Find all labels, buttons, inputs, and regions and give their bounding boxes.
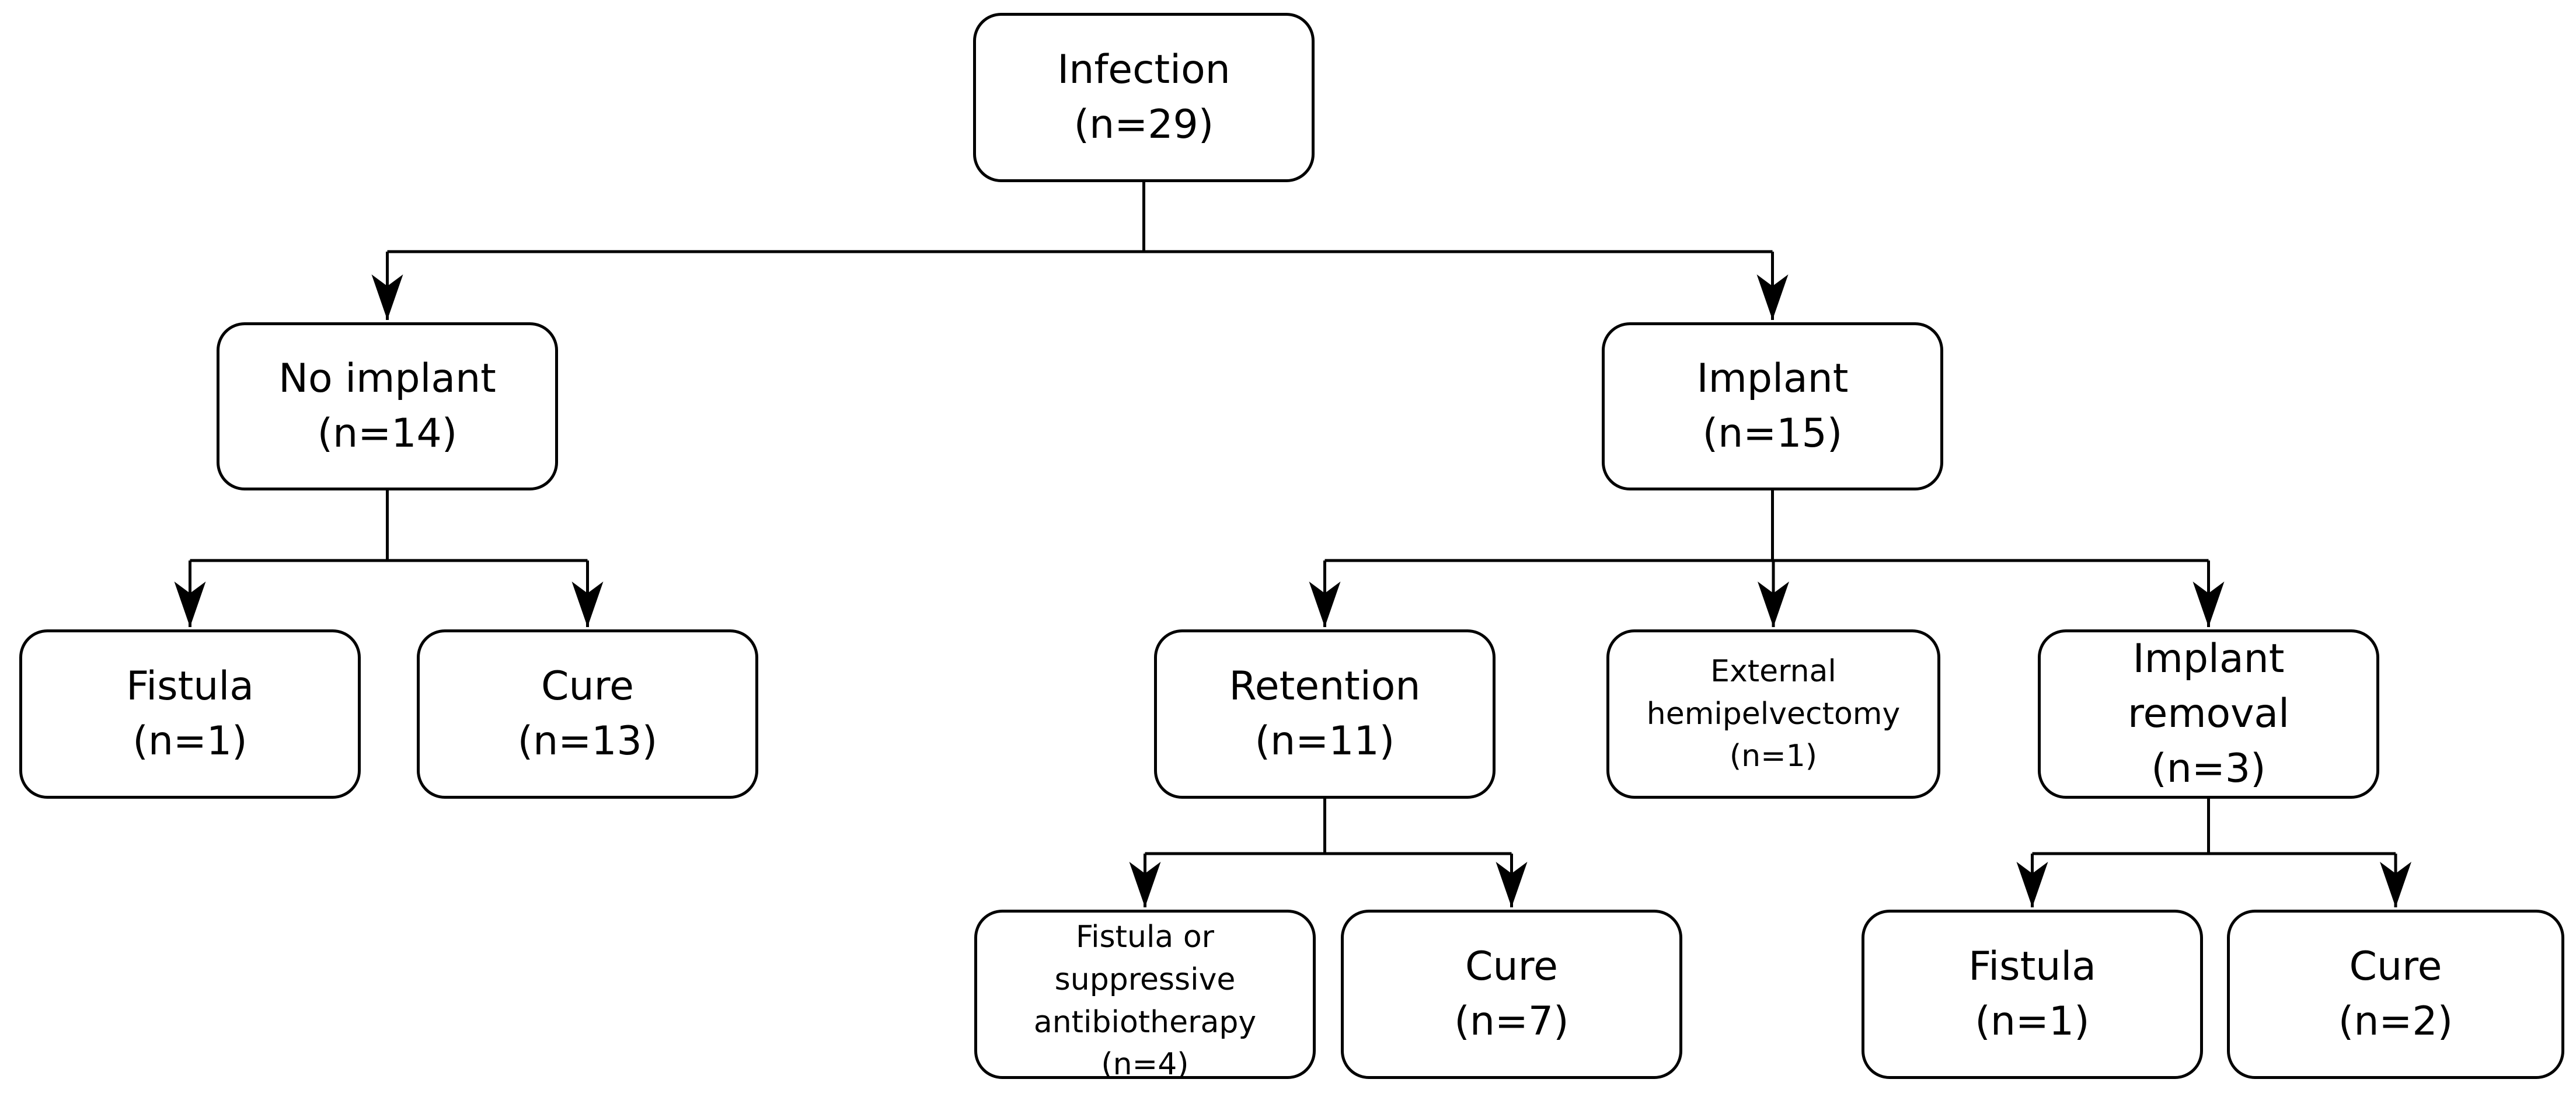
node-fistula-no-implant-label: Fistula (n=1) bbox=[126, 663, 254, 764]
node-implant: Implant (n=15) bbox=[1602, 322, 1943, 490]
node-fistula-removal-label: Fistula (n=1) bbox=[1968, 944, 2096, 1045]
node-retention: Retention (n=11) bbox=[1154, 629, 1496, 799]
connector-retention-children bbox=[1129, 799, 1528, 907]
node-fistula-no-implant: Fistula (n=1) bbox=[19, 629, 361, 799]
node-fistula-suppressive: Fistula or suppressive antibiotherapy (n… bbox=[974, 910, 1316, 1082]
node-cure-removal: Cure (n=2) bbox=[2227, 910, 2564, 1079]
connector-implant-children bbox=[1309, 490, 2225, 627]
node-infection: Infection (n=29) bbox=[973, 13, 1315, 182]
node-implant-label: Implant (n=15) bbox=[1696, 356, 1849, 457]
node-cure-no-implant-label: Cure (n=13) bbox=[517, 663, 658, 764]
node-fistula-removal: Fistula (n=1) bbox=[1862, 910, 2203, 1079]
node-implant-removal: Implant removal (n=3) bbox=[2038, 629, 2379, 799]
connector-infection-children bbox=[371, 182, 1789, 320]
node-cure-no-implant: Cure (n=13) bbox=[417, 629, 758, 799]
node-cure-removal-label: Cure (n=2) bbox=[2338, 944, 2453, 1045]
connector-implant-removal-children bbox=[2016, 799, 2411, 907]
node-infection-label: Infection (n=29) bbox=[1057, 47, 1231, 148]
connector-no-implant-children bbox=[174, 490, 604, 627]
node-cure-retention: Cure (n=7) bbox=[1341, 910, 1682, 1079]
node-implant-removal-label: Implant removal (n=3) bbox=[2128, 636, 2289, 792]
node-no-implant-label: No implant (n=14) bbox=[278, 356, 496, 457]
node-cure-retention-label: Cure (n=7) bbox=[1454, 944, 1569, 1045]
node-no-implant: No implant (n=14) bbox=[217, 322, 558, 490]
node-retention-label: Retention (n=11) bbox=[1229, 663, 1421, 764]
node-external-hemipelvectomy: External hemipelvectomy (n=1) bbox=[1606, 629, 1940, 799]
node-external-hemipelvectomy-label: External hemipelvectomy (n=1) bbox=[1646, 653, 1901, 774]
node-fistula-suppressive-label: Fistula or suppressive antibiotherapy (n… bbox=[1033, 920, 1257, 1082]
